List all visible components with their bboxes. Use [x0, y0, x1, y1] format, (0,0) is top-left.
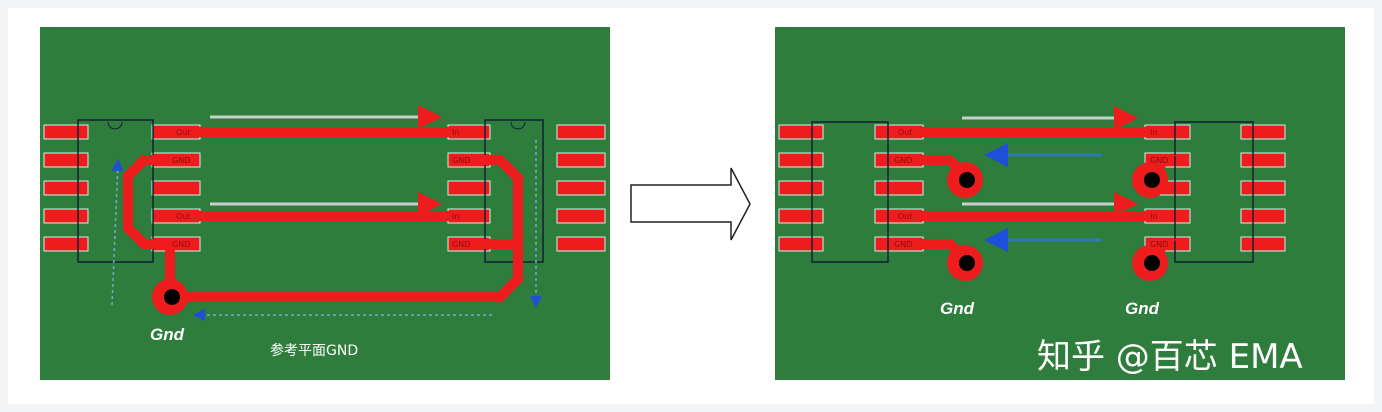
arrow-right-icon	[630, 167, 751, 241]
pin-label: GND	[1150, 156, 1168, 165]
ic-outline-right	[1174, 121, 1254, 263]
pads	[43, 124, 606, 252]
pin-label: GND	[1150, 240, 1168, 249]
gnd-vias	[947, 162, 1168, 281]
pin-label: GND	[894, 240, 912, 249]
left-panel: Out GND Out GND In GND In GND Gnd 参考平面GN…	[40, 27, 610, 380]
pin-label: GND	[172, 156, 190, 165]
pin-label: GND	[894, 156, 912, 165]
pin-label: Out	[898, 128, 913, 137]
pin-label: Out	[898, 212, 913, 221]
pin-label: In	[452, 212, 459, 221]
right-panel: Out GND Out GND In GND In GND Gnd Gnd 知乎…	[775, 27, 1345, 380]
pin-label: In	[452, 128, 459, 137]
ic-outline-left	[77, 119, 154, 263]
gnd-label: Gnd	[1125, 299, 1160, 318]
pin-label: Out	[176, 128, 191, 137]
plane-label: 参考平面GND	[270, 342, 358, 359]
pin-label: GND	[452, 156, 470, 165]
pin-label: GND	[452, 240, 470, 249]
pin-label: In	[1150, 212, 1157, 221]
ic-outline-left	[811, 121, 889, 263]
gnd-label: Gnd	[940, 299, 975, 318]
pin-label: Out	[176, 212, 191, 221]
gnd-label: Gnd	[150, 325, 185, 344]
watermark: 知乎 @百芯 EMA	[1037, 337, 1303, 377]
pin-label: In	[1150, 128, 1157, 137]
pin-label: GND	[172, 240, 190, 249]
